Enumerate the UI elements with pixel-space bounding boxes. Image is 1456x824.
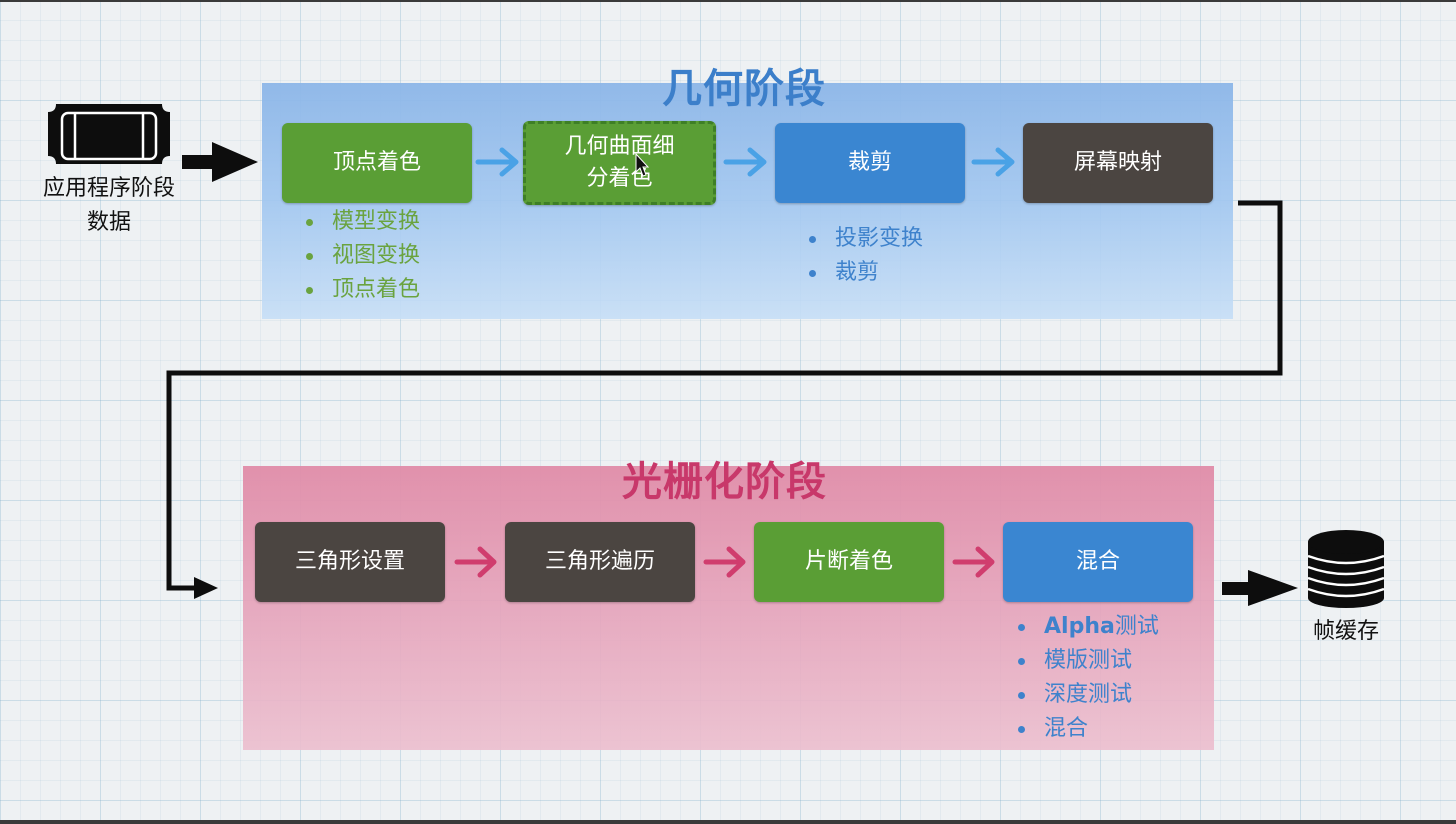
stage-connector-line (166, 200, 1283, 591)
vertex-shading-label: 顶点着色 (332, 150, 421, 175)
clipping-box[interactable]: 裁剪 (775, 123, 965, 203)
triangle-traversal-label: 三角形遍历 (544, 549, 655, 574)
fragment-shading-box[interactable]: 片断着色 (754, 522, 944, 602)
application-stage-data-label: 应用程序阶段 数据 (36, 172, 182, 240)
raster-stage-title: 光栅化阶段 (622, 458, 827, 505)
frame-top-border (0, 0, 1456, 2)
ticket-icon (48, 104, 170, 164)
list-item: 顶点着色 (305, 273, 420, 307)
list-item-alpha-test: Alpha测试 (1017, 610, 1159, 644)
raster-stage-panel (243, 466, 1214, 750)
tessellation-shading-box[interactable]: 几何曲面细 分着色 (523, 121, 716, 205)
list-item: 视图变换 (305, 239, 420, 273)
tessellation-shading-label: 几何曲面细 分着色 (555, 131, 685, 195)
merging-bullet-list: Alpha测试 模版测试 深度测试 混合 (1017, 610, 1159, 746)
list-item: 投影变换 (808, 222, 923, 256)
output-arrow (1222, 570, 1298, 606)
clipping-bullet-list: 投影变换 裁剪 (808, 222, 923, 290)
database-icon (1307, 530, 1385, 608)
stage-connector-arrowhead (194, 577, 218, 599)
raster-flow-arrow (454, 546, 497, 578)
list-item: 裁剪 (808, 256, 923, 290)
geometry-flow-arrow (971, 147, 1015, 177)
merging-label: 混合 (1075, 549, 1120, 574)
merging-box[interactable]: 混合 (1003, 522, 1193, 602)
fragment-shading-label: 片断着色 (804, 549, 893, 574)
raster-flow-arrow (703, 546, 746, 578)
screen-mapping-label: 屏幕映射 (1073, 150, 1162, 175)
triangle-setup-box[interactable]: 三角形设置 (255, 522, 445, 602)
list-item: 混合 (1017, 712, 1159, 746)
raster-flow-arrow (952, 546, 995, 578)
geometry-flow-arrow (475, 147, 519, 177)
application-stage-label-line2: 数据 (86, 210, 131, 235)
clipping-label: 裁剪 (847, 150, 892, 175)
list-item: 模版测试 (1017, 644, 1159, 678)
triangle-traversal-box[interactable]: 三角形遍历 (505, 522, 695, 602)
application-stage-label-line1: 应用程序阶段 (42, 176, 175, 201)
list-item: 深度测试 (1017, 678, 1159, 712)
alpha-test-suffix: 测试 (1114, 614, 1159, 639)
alpha-word: Alpha (1044, 614, 1115, 639)
triangle-setup-label: 三角形设置 (294, 549, 405, 574)
tessellation-label-line1: 几何曲面细 (564, 134, 675, 159)
frame-bottom-border (0, 820, 1456, 824)
input-arrow (182, 142, 258, 182)
mouse-cursor-icon (635, 152, 650, 177)
geometry-flow-arrow (723, 147, 767, 177)
vertex-shading-box[interactable]: 顶点着色 (282, 123, 472, 203)
vertex-shading-bullet-list: 模型变换 视图变换 顶点着色 (305, 205, 420, 307)
screen-mapping-box[interactable]: 屏幕映射 (1023, 123, 1213, 203)
list-item: 模型变换 (305, 205, 420, 239)
geometry-stage-title: 几何阶段 (662, 65, 826, 112)
frame-buffer-label: 帧缓存 (1312, 619, 1379, 644)
